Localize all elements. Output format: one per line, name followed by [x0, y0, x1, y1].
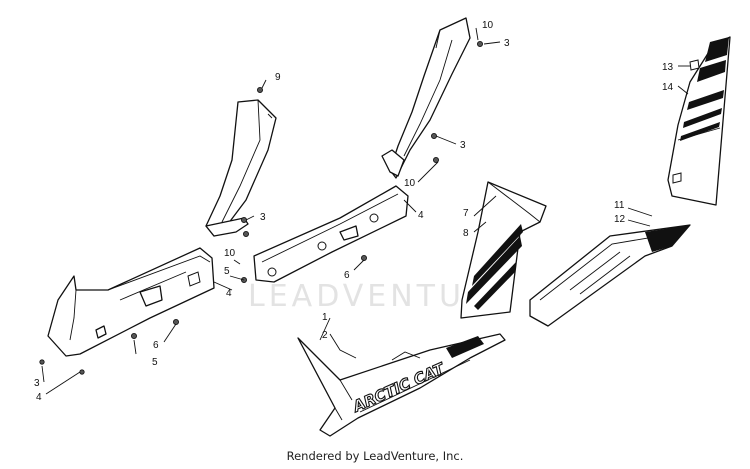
callout-10-right: 10	[404, 178, 416, 189]
callout-1: 1	[322, 312, 328, 323]
nut-6-lower	[172, 318, 179, 325]
callout-8: 8	[463, 228, 469, 239]
callout-6-upper: 6	[344, 270, 350, 281]
callout-4-center: 4	[418, 210, 424, 221]
center-rocker-rail	[253, 185, 409, 283]
callout-10-left: 10	[224, 248, 236, 259]
callout-labels: 9 10 3 3 10 4 3 10 5 4 6 6 5 3 4 7 8 1 2…	[34, 20, 674, 403]
rear-side-panel-14	[667, 36, 731, 206]
callout-13: 13	[662, 62, 674, 73]
callout-2: 2	[322, 330, 328, 341]
screw-9	[256, 87, 263, 94]
screw-3-right	[430, 132, 437, 139]
callout-4-left: 4	[226, 288, 232, 299]
callout-6-lower: 6	[153, 340, 159, 351]
clip-4-bottom	[79, 369, 85, 375]
left-pillar-9	[205, 99, 277, 237]
callout-12: 12	[614, 214, 626, 225]
nut-6-upper	[360, 254, 367, 261]
callout-5-upper: 5	[224, 266, 230, 277]
callout-3-right: 3	[460, 140, 466, 151]
leader-lines	[41, 27, 690, 395]
screw-10-mid	[432, 156, 439, 163]
lower-side-panel-1: ARCTIC CAT	[297, 333, 506, 437]
side-panel-11	[529, 224, 691, 327]
left-rocker-rail	[47, 247, 215, 357]
screw-3-bottom	[39, 359, 45, 365]
screw-10-top	[476, 41, 483, 48]
callout-9: 9	[275, 72, 281, 83]
callout-3-bottom: 3	[34, 378, 40, 389]
screw-3-left	[240, 216, 247, 223]
side-panel-7	[460, 181, 547, 319]
right-pillar-10	[381, 17, 471, 179]
nut-5-lower	[130, 332, 137, 339]
callout-3-top: 3	[504, 38, 510, 49]
callout-4-bottom: 4	[36, 392, 42, 403]
callout-3-left: 3	[260, 212, 266, 223]
callout-5-lower: 5	[152, 357, 158, 368]
callout-7: 7	[463, 208, 469, 219]
callout-14: 14	[662, 82, 674, 93]
callout-11: 11	[614, 200, 625, 211]
render-credit: Rendered by LeadVenture, Inc.	[286, 449, 464, 463]
screw-10-left	[242, 230, 249, 237]
fasteners	[39, 41, 483, 375]
callout-10-top: 10	[482, 20, 494, 31]
